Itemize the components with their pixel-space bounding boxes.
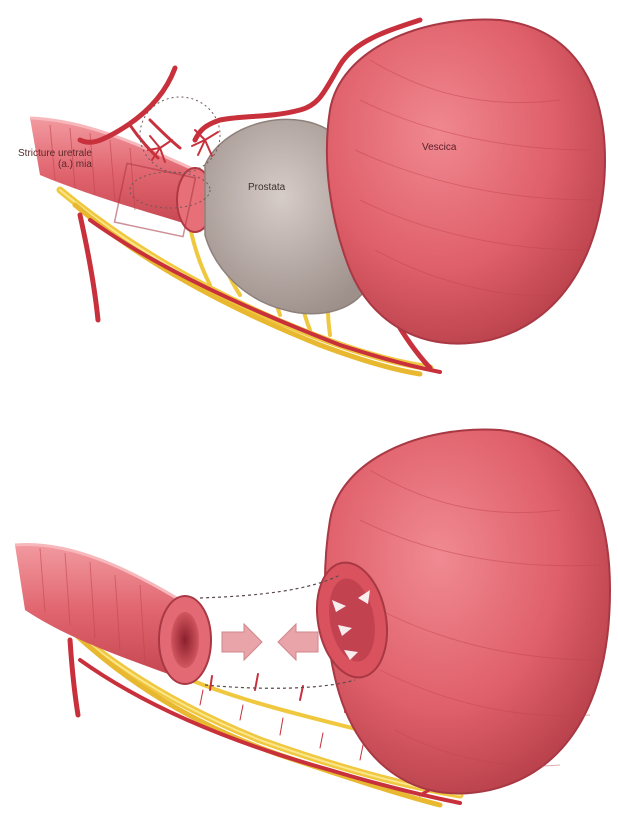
label-stricture-line1: Stricture uretrale (18, 148, 138, 159)
bladder-top (327, 20, 605, 344)
urethra-top (30, 118, 213, 237)
label-prostate: Prostata (248, 182, 285, 193)
label-stricture: Stricture uretrale (a.) mia (18, 148, 138, 170)
panel-bottom (15, 430, 610, 805)
label-bladder: Vescica (422, 142, 456, 153)
arrow-left-icon (278, 624, 318, 660)
arrow-right-icon (222, 624, 262, 660)
label-stricture-line2: (a.) mia (18, 159, 138, 170)
panel-top (30, 20, 605, 374)
approximation-arrows (222, 624, 318, 660)
